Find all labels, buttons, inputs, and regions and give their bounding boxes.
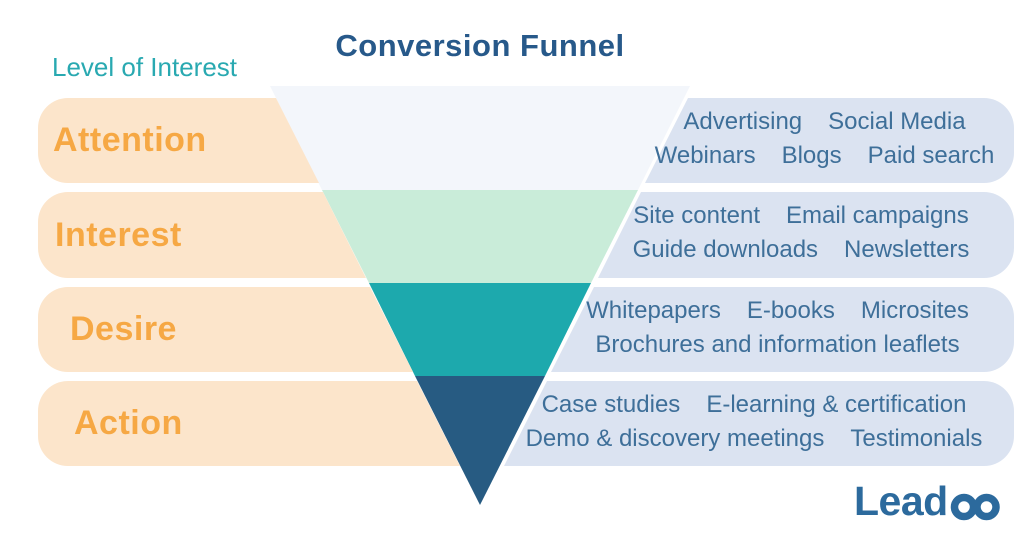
channel-pill-desire bbox=[551, 287, 1014, 372]
channel-line: Case studies E-learning & certification bbox=[518, 388, 990, 422]
brand-logo: Lead bbox=[854, 478, 1007, 525]
stage-band-action bbox=[38, 381, 460, 466]
funnel-segment-action bbox=[415, 376, 545, 505]
funnel-segment-attention bbox=[270, 86, 690, 190]
stage-band-attention bbox=[38, 98, 319, 183]
stage-band-desire bbox=[38, 287, 413, 372]
channel-line: Brochures and information leaflets bbox=[565, 328, 990, 362]
channel-item: Testimonials bbox=[850, 425, 983, 452]
channel-item: Demo & discovery meetings bbox=[525, 425, 825, 452]
channel-pill-action bbox=[504, 381, 1014, 466]
channel-item: Webinars bbox=[654, 142, 756, 169]
stage-label-interest: Interest bbox=[55, 215, 182, 254]
channel-item: Brochures and information leaflets bbox=[595, 331, 960, 358]
channel-line: Whitepapers E-books Microsites bbox=[565, 294, 990, 328]
channel-line: Webinars Blogs Paid search bbox=[655, 139, 995, 173]
channel-item: Newsletters bbox=[844, 236, 970, 263]
channel-item: Advertising bbox=[683, 108, 803, 135]
stage-label-desire: Desire bbox=[70, 310, 177, 348]
funnel-segment-desire bbox=[369, 283, 591, 376]
channel-line: Advertising Social Media bbox=[659, 105, 990, 139]
stage-band-interest bbox=[38, 192, 366, 278]
funnel-segment-interest bbox=[322, 190, 638, 283]
channel-item: Paid search bbox=[867, 142, 995, 169]
channel-line: Guide downloads Newsletters bbox=[612, 233, 990, 267]
channel-item: Case studies bbox=[541, 391, 681, 418]
channel-item: E-learning & certification bbox=[706, 391, 967, 418]
channel-line: Demo & discovery meetings Testimonials bbox=[518, 422, 990, 456]
infinity-icon bbox=[950, 493, 1000, 520]
channel-pill-interest bbox=[598, 192, 1014, 278]
channel-item: Blogs bbox=[781, 142, 842, 169]
channel-item: Social Media bbox=[828, 108, 966, 135]
channel-line: Site content Email campaigns bbox=[612, 199, 990, 233]
channel-item: Whitepapers bbox=[586, 297, 721, 324]
stage-label-attention: Attention bbox=[53, 121, 207, 159]
stage-label-action: Action bbox=[74, 404, 183, 442]
channel-item: Guide downloads bbox=[632, 236, 819, 263]
channel-item: Email campaigns bbox=[786, 202, 969, 229]
axis-label: Level of Interest bbox=[52, 52, 237, 82]
channel-item: E-books bbox=[746, 297, 835, 324]
channel-item: Site content bbox=[633, 202, 760, 229]
channel-item: Microsites bbox=[860, 297, 969, 324]
page-title: Conversion Funnel bbox=[335, 28, 625, 63]
channel-pill-attention bbox=[645, 98, 1014, 183]
brand-logo-text: Lead bbox=[854, 478, 948, 524]
